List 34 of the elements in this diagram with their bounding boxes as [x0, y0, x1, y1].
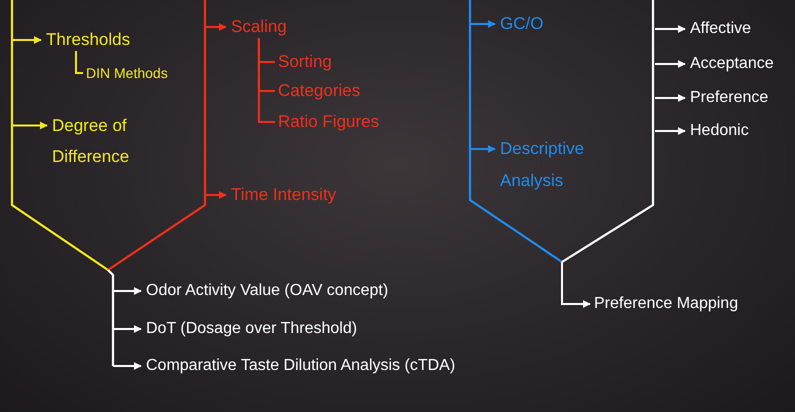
item-label: Comparative Taste Dilution Analysis (cTDA) — [146, 355, 456, 377]
connector-line — [75, 51, 83, 74]
arrow — [113, 362, 142, 370]
arrow — [655, 25, 686, 33]
item-label: Hedonic — [690, 120, 749, 142]
item-label: Acceptance — [690, 53, 774, 75]
item-label: Preference — [690, 87, 768, 109]
item-label: DoT (Dosage over Threshold) — [146, 318, 358, 340]
item-label: Ratio Figures — [278, 111, 380, 133]
item-label: Thresholds — [46, 29, 130, 51]
arrow — [12, 36, 42, 44]
arrow — [470, 145, 496, 153]
item-label: Categories — [278, 80, 360, 102]
arrow — [12, 122, 48, 130]
item-label: Preference Mapping — [594, 293, 738, 315]
item-label: Odor Activity Value (OAV concept) — [146, 280, 388, 302]
item-label: Sorting — [278, 51, 332, 73]
arrow — [205, 191, 227, 199]
arrow — [561, 262, 591, 308]
item-label: Time Intensity — [231, 184, 336, 206]
item-label: Affective — [690, 18, 752, 40]
item-label: DIN Methods — [86, 63, 168, 83]
arrow — [655, 94, 686, 102]
item-label: Degree of Difference — [52, 110, 152, 172]
item-label: GC/O — [500, 13, 544, 35]
item-label: Descriptive Analysis — [500, 133, 615, 197]
arrow — [655, 60, 686, 68]
arrow — [470, 20, 496, 28]
arrow — [113, 287, 142, 295]
item-label: Scaling — [231, 16, 287, 38]
arrow — [205, 23, 227, 31]
arrow — [113, 325, 142, 333]
connector-line — [258, 38, 275, 123]
arrow — [655, 127, 686, 135]
